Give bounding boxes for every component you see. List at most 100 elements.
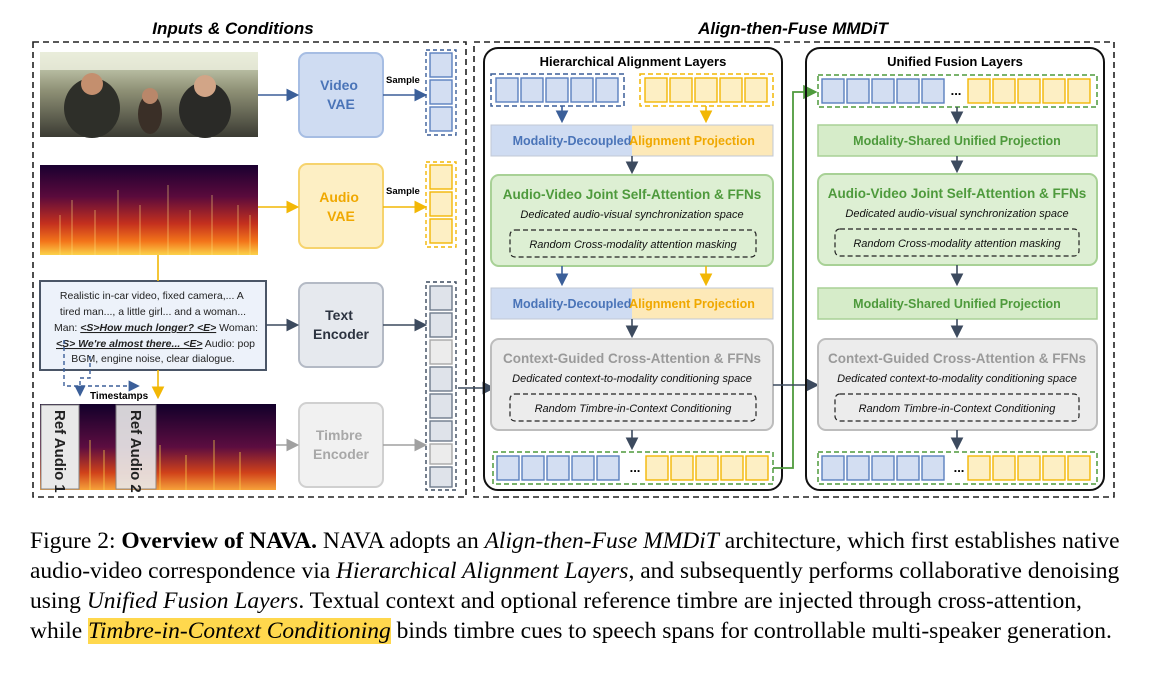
text-token bbox=[429, 393, 453, 419]
left-section-title: Inputs & Conditions bbox=[152, 19, 313, 38]
hal-output-audio-token bbox=[745, 455, 769, 481]
ufl-output-ellipsis: ... bbox=[954, 460, 965, 475]
ufl-joint-title: Audio-Video Joint Self-Attention & FFNs bbox=[828, 186, 1086, 201]
audio-latent-group bbox=[425, 161, 457, 248]
prompt-line-5: BGM, engine noise, clear dialogue. bbox=[71, 353, 234, 365]
hal-projection-2-right: Alignment Projection bbox=[629, 297, 755, 311]
hal-output-video-token bbox=[571, 455, 595, 481]
ufl-output-video-token bbox=[896, 455, 920, 481]
timestamp-connectors bbox=[63, 340, 140, 397]
prompt-speech-2: <S> We're almost there... <E> bbox=[56, 338, 202, 350]
context-token-group bbox=[425, 281, 457, 491]
hal-video-token bbox=[545, 77, 569, 103]
ref-audio-2-label: Ref Audio 2 bbox=[127, 410, 144, 493]
video-sample-label: Sample bbox=[386, 75, 420, 86]
ufl-output-audio-token bbox=[967, 455, 991, 481]
ufl-output-token-group bbox=[817, 451, 1098, 485]
hal-to-ufl-arrow bbox=[773, 84, 818, 469]
ufl-panel bbox=[805, 47, 1105, 491]
ufl-input-audio-token bbox=[967, 78, 991, 104]
ufl-output-video-token bbox=[846, 455, 870, 481]
hal-projection-2-left: Modality-Decoupled bbox=[513, 297, 632, 311]
ref-audio-1-label: Ref Audio 1 bbox=[51, 410, 68, 493]
hal-output-audio-token bbox=[670, 455, 694, 481]
hal-video-token bbox=[520, 77, 544, 103]
hal-audio-token bbox=[694, 77, 718, 103]
svg-text:Realistic in-car video, fixed: Realistic in-car video, fixed camera,...… bbox=[60, 290, 246, 318]
ufl-input-audio-token bbox=[1017, 78, 1041, 104]
ufl-input-video-token bbox=[896, 78, 920, 104]
video-vae-line1: Video bbox=[320, 77, 358, 93]
ufl-projection-1-label: Modality-Shared Unified Projection bbox=[853, 134, 1061, 148]
text-encoder-line2: Encoder bbox=[313, 326, 370, 342]
caption-s2: architecture, which first establishes na… bbox=[30, 528, 1120, 584]
ufl-cross-title: Context-Guided Cross-Attention & FFNs bbox=[828, 351, 1086, 366]
ufl-output-audio-token bbox=[1042, 455, 1066, 481]
hal-output-ellipsis: ... bbox=[630, 460, 641, 475]
ufl-input-audio-token bbox=[992, 78, 1016, 104]
ufl-cross-subtitle: Dedicated context-to-modality conditioni… bbox=[837, 373, 1077, 385]
prompt-line-2: tired man..., a little girl... and a wom… bbox=[60, 306, 246, 318]
caption-i2: Hierarchical Alignment Layers bbox=[336, 558, 629, 584]
prompt-speech-1: <S>How much longer? <E> bbox=[80, 322, 216, 334]
video-latent-group bbox=[425, 49, 457, 136]
ufl-cross-mask: Random Timbre-in-Context Conditioning bbox=[859, 403, 1057, 415]
figure-caption: Figure 2: Overview of NAVA. NAVA adopts … bbox=[30, 526, 1135, 646]
audio-latent-token bbox=[429, 218, 453, 244]
caption-s5: binds timbre cues to speech spans for co… bbox=[390, 618, 1112, 644]
timbre-encoder-box bbox=[298, 402, 384, 488]
timbre-encoder-line1: Timbre bbox=[316, 427, 363, 443]
ufl-output-audio-token bbox=[1067, 455, 1091, 481]
audio-spectrogram-image bbox=[40, 165, 258, 255]
svg-text:Man: <S>How much longer? <E> W: Man: <S>How much longer? <E> Woman: bbox=[54, 322, 258, 334]
video-vae-line2: VAE bbox=[327, 96, 355, 112]
caption-s3: , and subsequently performs collaborativ… bbox=[30, 558, 1120, 614]
svg-text:<S> We're almost there... <E>: <S> We're almost there... <E> Audio: pop bbox=[56, 338, 255, 350]
ufl-title: Unified Fusion Layers bbox=[887, 54, 1023, 69]
caption-bold: Overview of NAVA. bbox=[121, 528, 317, 554]
text-token bbox=[429, 366, 453, 392]
text-token bbox=[429, 285, 453, 311]
hal-joint-subtitle: Dedicated audio-visual synchronization s… bbox=[520, 209, 743, 221]
hal-cross-subtitle: Dedicated context-to-modality conditioni… bbox=[512, 373, 752, 385]
timbre-token bbox=[429, 443, 453, 465]
audio-vae-box bbox=[298, 163, 384, 249]
prompt-line-3c: Woman: bbox=[216, 322, 258, 334]
ufl-projection-2-label: Modality-Shared Unified Projection bbox=[853, 297, 1061, 311]
text-encoder-line1: Text bbox=[325, 307, 353, 323]
hal-joint-title: Audio-Video Joint Self-Attention & FFNs bbox=[503, 187, 761, 202]
mmdit-panel bbox=[473, 41, 1115, 498]
ufl-input-video-token bbox=[921, 78, 945, 104]
ufl-output-audio-token bbox=[992, 455, 1016, 481]
ufl-input-audio-token bbox=[1067, 78, 1091, 104]
ufl-input-audio-token bbox=[1042, 78, 1066, 104]
hal-video-token bbox=[570, 77, 594, 103]
hal-cross-title: Context-Guided Cross-Attention & FFNs bbox=[503, 351, 761, 366]
svg-text:Timbre Encoder: Timbre Encoder bbox=[313, 427, 370, 462]
prompt-line-1: Realistic in-car video, fixed camera,...… bbox=[60, 290, 244, 302]
hal-video-token-group bbox=[490, 73, 625, 107]
hal-output-video-token bbox=[496, 455, 520, 481]
ufl-output-video-token bbox=[871, 455, 895, 481]
timbre-encoder-line2: Encoder bbox=[313, 446, 370, 462]
svg-text:Audio VAE: Audio VAE bbox=[319, 189, 363, 224]
right-section-title: Align-then-Fuse MMDiT bbox=[697, 19, 889, 38]
audio-latent-token bbox=[429, 191, 453, 217]
inputs-panel bbox=[32, 41, 467, 498]
timbre-token bbox=[429, 466, 453, 488]
video-latent-token bbox=[429, 79, 453, 105]
hal-audio-token bbox=[669, 77, 693, 103]
ufl-joint-subtitle: Dedicated audio-visual synchronization s… bbox=[845, 208, 1068, 220]
caption-i1: Align-then-Fuse MMDiT bbox=[484, 528, 719, 554]
hal-audio-token bbox=[744, 77, 768, 103]
ufl-output-audio-token bbox=[1017, 455, 1041, 481]
caption-s4: . Textual context and optional reference… bbox=[30, 588, 1082, 644]
hal-audio-token bbox=[644, 77, 668, 103]
audio-vae-line2: VAE bbox=[327, 208, 355, 224]
svg-text:Text Encoder: Text Encoder bbox=[313, 307, 370, 342]
hal-output-audio-token bbox=[645, 455, 669, 481]
audio-vae-line1: Audio bbox=[319, 189, 359, 205]
hal-cross-mask: Random Timbre-in-Context Conditioning bbox=[535, 403, 733, 415]
hal-audio-token-group bbox=[639, 73, 774, 107]
ufl-input-video-token bbox=[871, 78, 895, 104]
